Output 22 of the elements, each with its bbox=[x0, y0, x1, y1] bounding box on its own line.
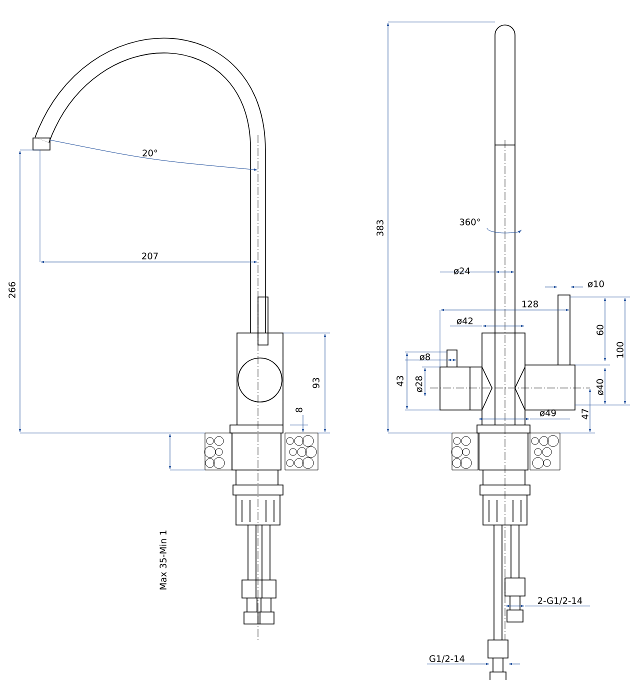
dimension-label: 360° bbox=[460, 218, 480, 226]
dimension-label: ø42 bbox=[456, 317, 473, 325]
dimension-label: ø49 bbox=[540, 409, 556, 417]
dimension-label: ø8 bbox=[420, 353, 430, 361]
dimension-label: ø24 bbox=[454, 267, 470, 275]
dimension-label: 93 bbox=[312, 378, 320, 388]
dimension-label: Max 35-Min 1 bbox=[160, 530, 166, 590]
dimension-label: 266 bbox=[8, 282, 16, 298]
dimension-label: 60 bbox=[596, 324, 604, 336]
dimension-label: 20° bbox=[142, 150, 158, 156]
dimension-label: 383 bbox=[376, 220, 384, 236]
dimension-label: 100 bbox=[616, 342, 624, 358]
dimension-label: 8 bbox=[296, 408, 302, 412]
dimension-label: 47 bbox=[582, 409, 588, 420]
dimension-label: ø40 bbox=[596, 379, 604, 396]
dimension-label: ø28 bbox=[415, 376, 423, 392]
dimension-label: ø10 bbox=[588, 280, 604, 288]
dimension-label: 128 bbox=[522, 300, 538, 308]
dimension-label: 207 bbox=[142, 252, 158, 260]
dimension-label: 2-G1/2-14 bbox=[538, 597, 582, 605]
dimension-label: 43 bbox=[396, 376, 404, 386]
dimension-label: G1/2-14 bbox=[429, 655, 464, 663]
